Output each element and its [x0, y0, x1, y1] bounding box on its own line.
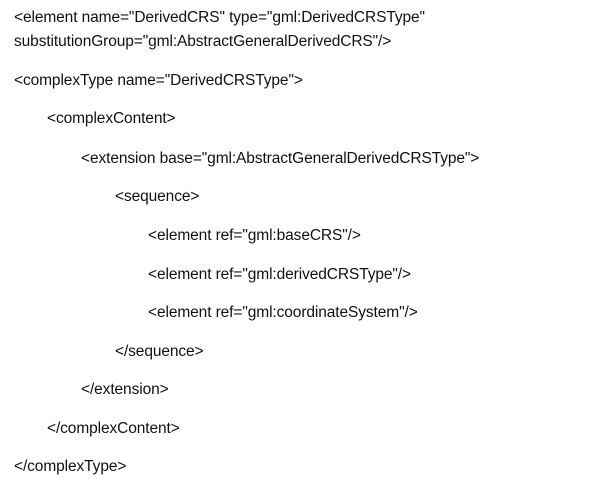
code-line-complex-type-open: <complexType name="DerivedCRSType">	[14, 72, 303, 89]
code-line-complex-content-open: <complexContent>	[47, 110, 176, 127]
code-line-element-coordinate-system: <element ref="gml:coordinateSystem"/>	[148, 304, 418, 321]
code-line-extension-open: <extension base="gml:AbstractGeneralDeri…	[81, 150, 480, 167]
code-line-complex-content-close: </complexContent>	[47, 420, 180, 437]
code-line-element-base-crs: <element ref="gml:baseCRS"/>	[148, 227, 361, 244]
code-line-element-derived-crs-type: <element ref="gml:derivedCRSType"/>	[148, 266, 411, 283]
code-line-sequence-open: <sequence>	[115, 188, 200, 205]
code-line-extension-close: </extension>	[81, 381, 169, 398]
code-line-sequence-close: </sequence>	[115, 343, 204, 360]
code-line-substitution-group: substitutionGroup="gml:AbstractGeneralDe…	[14, 33, 392, 50]
code-line-complex-type-close: </complexType>	[14, 458, 127, 475]
code-line-element-declaration: <element name="DerivedCRS" type="gml:Der…	[14, 9, 425, 26]
